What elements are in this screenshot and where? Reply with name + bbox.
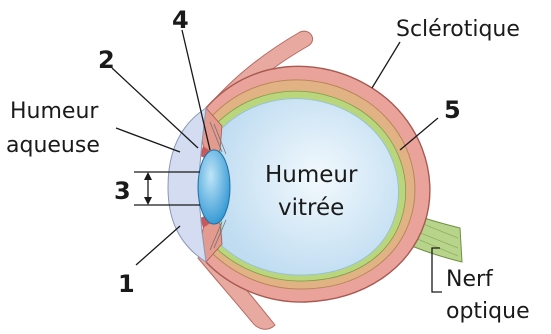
label-humeur-vitree-1: Humeur bbox=[265, 162, 358, 188]
label-number-5: 5 bbox=[444, 96, 461, 124]
label-number-4: 4 bbox=[172, 6, 189, 34]
leader-aqueous bbox=[116, 128, 180, 152]
leader-2 bbox=[112, 68, 198, 148]
label-number-1: 1 bbox=[118, 270, 135, 298]
label-humeur-aqueuse-1: Humeur bbox=[10, 99, 99, 124]
arrow-3-up bbox=[144, 172, 152, 180]
label-nerf-optique-2: optique bbox=[446, 299, 530, 324]
lens bbox=[198, 150, 230, 224]
leader-sclerotique bbox=[372, 42, 400, 88]
label-sclerotique: Sclérotique bbox=[396, 17, 520, 42]
label-nerf-optique-1: Nerf bbox=[446, 267, 494, 292]
label-humeur-aqueuse-2: aqueuse bbox=[6, 133, 100, 158]
label-number-3: 3 bbox=[114, 177, 131, 205]
leader-1 bbox=[136, 226, 180, 265]
arrow-3-down bbox=[144, 197, 152, 205]
label-number-2: 2 bbox=[98, 46, 115, 74]
label-humeur-vitree-2: vitrée bbox=[278, 195, 344, 221]
